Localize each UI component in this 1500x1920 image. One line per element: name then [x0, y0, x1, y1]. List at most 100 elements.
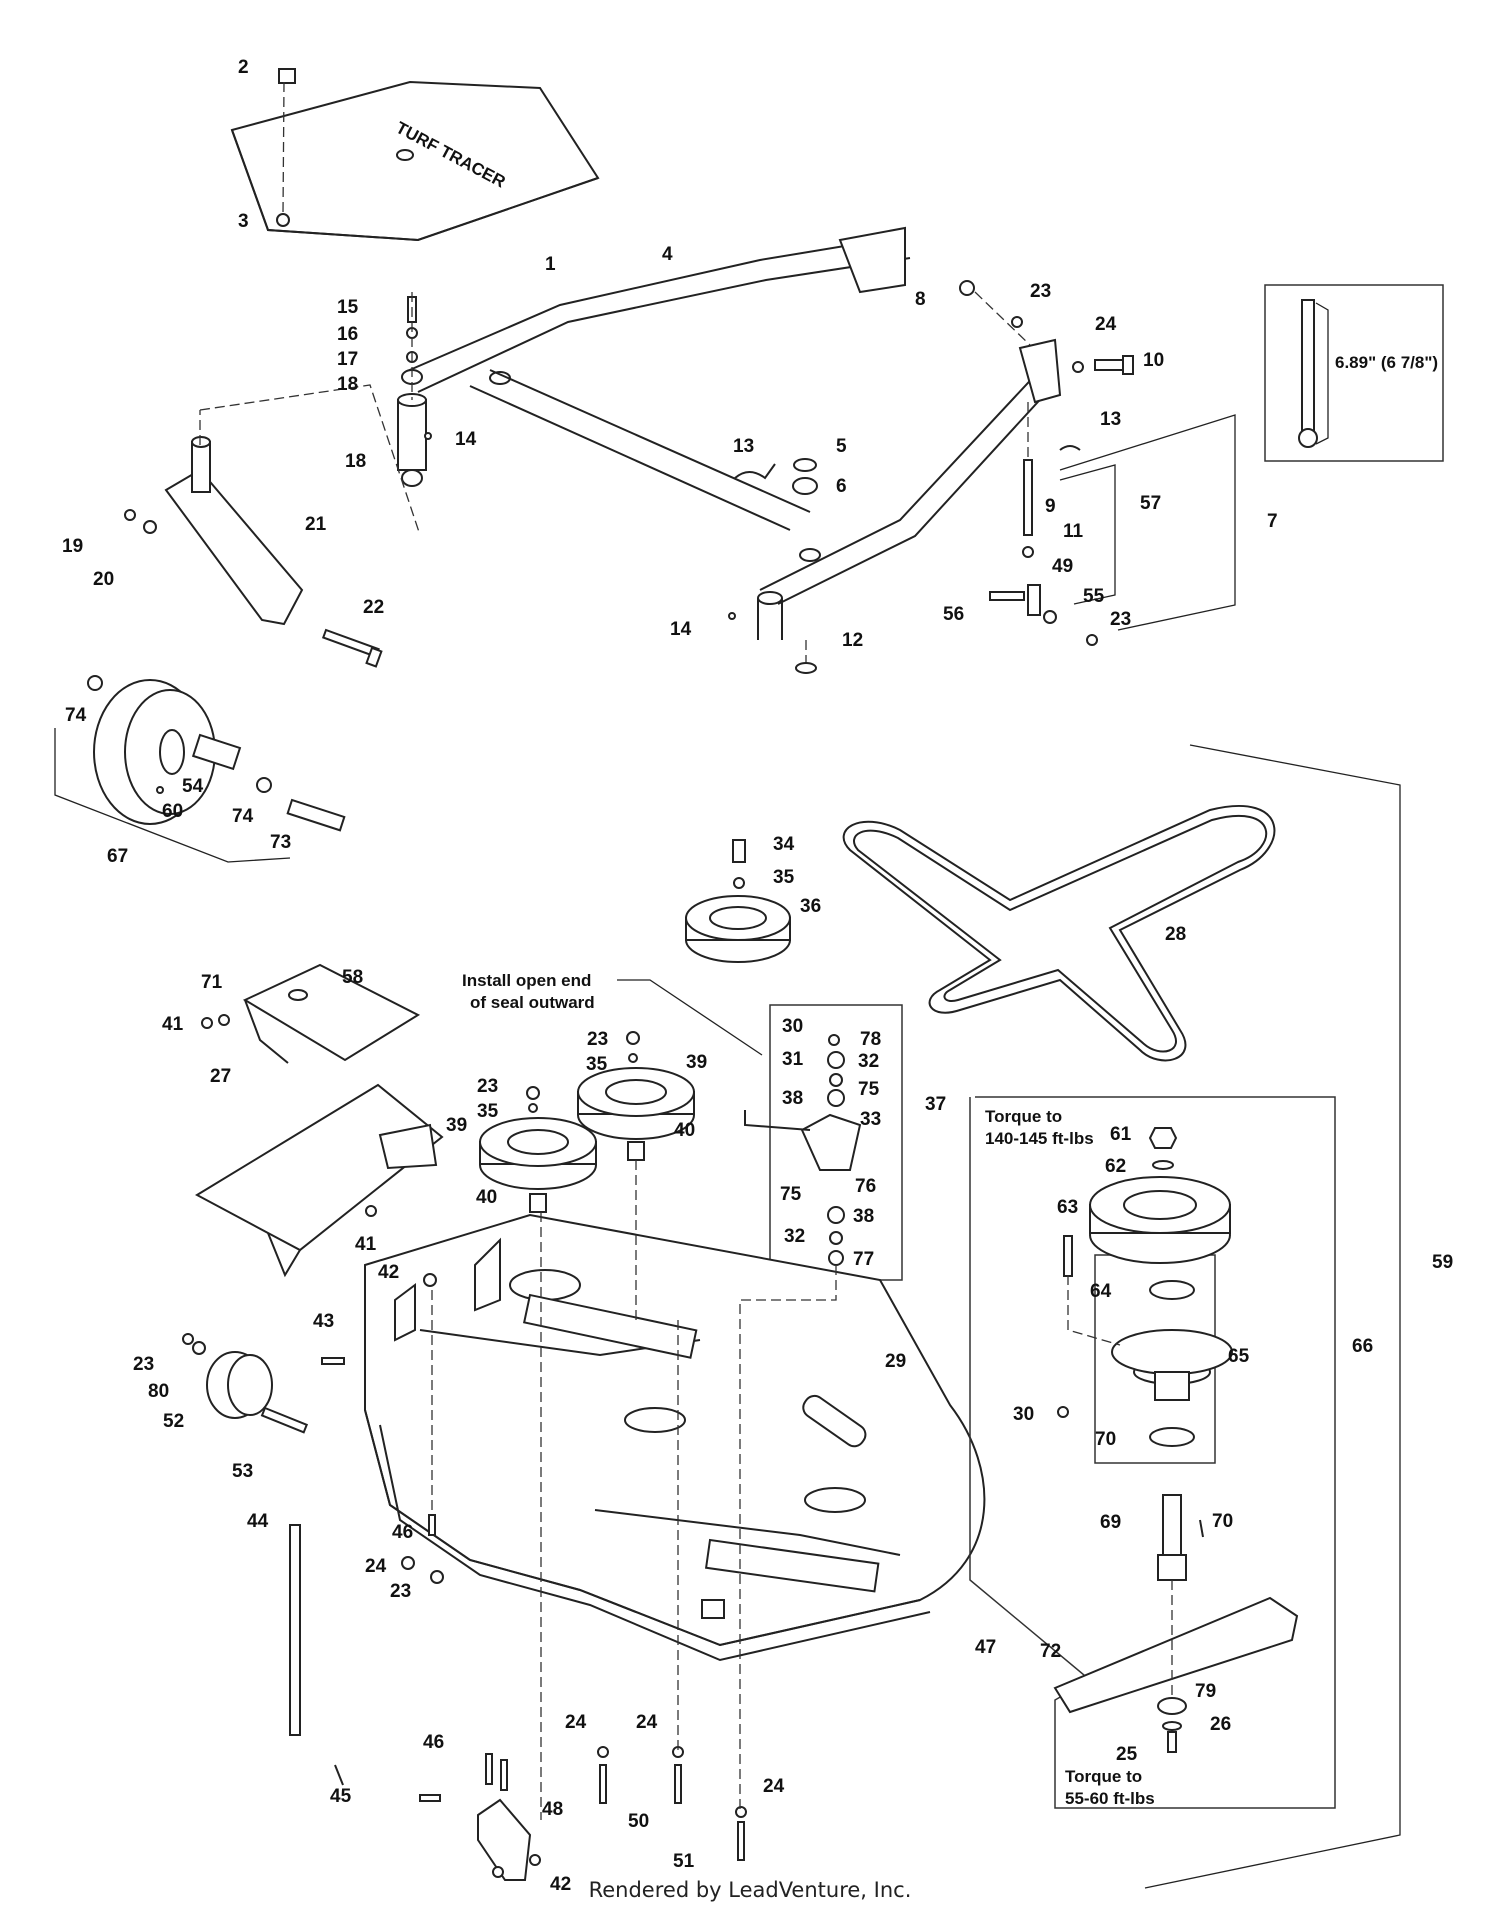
rod-dimension-note: 6.89" (6 7/8"): [1335, 353, 1438, 372]
snap-ring-32[interactable]: [829, 1073, 843, 1087]
bolt-34[interactable]: [732, 839, 746, 863]
seal-77[interactable]: [828, 1250, 844, 1266]
washer-35b[interactable]: [528, 1103, 538, 1113]
nut-41b[interactable]: [365, 1205, 377, 1217]
height-rod-44[interactable]: [289, 1524, 301, 1736]
nut-42[interactable]: [423, 1273, 437, 1287]
pivot-bushing[interactable]: [792, 477, 818, 495]
baffle-bracket-48[interactable]: [477, 1798, 532, 1881]
nut-23c[interactable]: [182, 1333, 194, 1345]
spindle-pulley-63[interactable]: [1089, 1176, 1231, 1264]
grease-fitting[interactable]: [728, 612, 736, 620]
caster-pivot-tube[interactable]: [397, 393, 427, 471]
bearing-seal-70[interactable]: [1149, 1427, 1195, 1447]
idler-pulley-flat[interactable]: [685, 895, 791, 963]
wheel-bearing-2[interactable]: [256, 777, 272, 793]
caster-nut[interactable]: [124, 509, 136, 521]
lock-nut-2[interactable]: [1086, 634, 1098, 646]
nut-23a[interactable]: [626, 1031, 640, 1045]
nut-23d[interactable]: [430, 1570, 444, 1584]
blade-bolt-25[interactable]: [1167, 1731, 1177, 1753]
nut-30b[interactable]: [1057, 1406, 1069, 1418]
caster-wheel[interactable]: [93, 679, 216, 825]
lock-nut[interactable]: [1011, 316, 1023, 328]
snap-ring[interactable]: [795, 662, 817, 674]
bolt-50b[interactable]: [674, 1764, 682, 1804]
inset-rod[interactable]: [1298, 299, 1318, 448]
hanger-bracket[interactable]: [1018, 338, 1062, 404]
washer-35a[interactable]: [628, 1053, 638, 1063]
discharge-deflector[interactable]: [194, 1083, 444, 1278]
washer-62[interactable]: [1152, 1160, 1174, 1170]
bolt-46b[interactable]: [485, 1753, 493, 1785]
washer-24b[interactable]: [597, 1746, 609, 1758]
extension-spring[interactable]: [799, 1392, 869, 1450]
mower-blade-72[interactable]: [1053, 1596, 1299, 1714]
nut-30[interactable]: [828, 1034, 840, 1046]
nut-41a[interactable]: [201, 1017, 213, 1029]
hair-pin[interactable]: [1059, 445, 1081, 451]
bolt-51[interactable]: [737, 1821, 745, 1861]
belt-cover-shield[interactable]: [242, 963, 421, 1064]
bolt-50a[interactable]: [599, 1764, 607, 1804]
wheel-axle[interactable]: [286, 798, 346, 832]
grease-fitting-2[interactable]: [424, 432, 432, 440]
spindle-housing-65[interactable]: [1111, 1329, 1233, 1401]
spindle-nut-61[interactable]: [1148, 1127, 1178, 1149]
mower-deck-shell[interactable]: [364, 1213, 986, 1662]
spacer-40a[interactable]: [627, 1141, 645, 1161]
washer[interactable]: [1072, 361, 1084, 373]
hood-clip[interactable]: [278, 68, 296, 84]
pivot-washer[interactable]: [793, 458, 817, 472]
washer-80[interactable]: [192, 1341, 206, 1355]
spacer-40b[interactable]: [529, 1193, 547, 1213]
deck-cover-hood[interactable]: TURF TRACER: [230, 80, 600, 242]
spacer[interactable]: [1043, 610, 1057, 624]
wheel-bearing[interactable]: [87, 675, 103, 691]
deck-lift-frame[interactable]: [404, 226, 1059, 640]
washer-24a[interactable]: [401, 1556, 415, 1570]
snap-ring-32b[interactable]: [829, 1231, 843, 1245]
caster-bushing-bottom[interactable]: [401, 469, 423, 487]
nut-42c[interactable]: [529, 1854, 541, 1866]
washer-26[interactable]: [1162, 1721, 1182, 1731]
washer-71[interactable]: [218, 1014, 230, 1026]
pin-45[interactable]: [334, 1764, 344, 1786]
bolt-46c[interactable]: [500, 1759, 508, 1791]
hair-pin-clip[interactable]: [734, 463, 776, 480]
bearing-38b[interactable]: [827, 1206, 845, 1224]
hood-nut[interactable]: [276, 213, 290, 227]
spindle-bolt-10[interactable]: [1063, 1235, 1073, 1277]
wheel-spacer-tube[interactable]: [191, 733, 242, 771]
idler-arm[interactable]: [744, 1110, 862, 1171]
nut-42b[interactable]: [492, 1866, 504, 1878]
pin-swivel[interactable]: [1027, 584, 1041, 616]
screw-43[interactable]: [321, 1357, 345, 1365]
bearing-38[interactable]: [827, 1089, 845, 1107]
caster-washer-2[interactable]: [143, 520, 157, 534]
washer-35[interactable]: [733, 877, 745, 889]
bolt-46a[interactable]: [428, 1514, 436, 1536]
height-adjust-rod[interactable]: [1023, 459, 1033, 536]
flat-washer[interactable]: [959, 280, 975, 296]
spindle-shaft-69[interactable]: [1157, 1494, 1187, 1581]
nut-23b[interactable]: [526, 1086, 540, 1100]
anti-scalp-wheel[interactable]: [206, 1351, 273, 1419]
bearing-31[interactable]: [827, 1051, 845, 1069]
washer-24d[interactable]: [735, 1806, 747, 1818]
bearing-seal-64[interactable]: [1149, 1280, 1195, 1300]
deck-drive-belt[interactable]: [842, 804, 1276, 1062]
idler-v-pulley-left[interactable]: [479, 1117, 597, 1190]
caster-arm[interactable]: [164, 436, 304, 626]
blade-adapter-79[interactable]: [1157, 1697, 1187, 1715]
wheel-bolt-53[interactable]: [260, 1406, 309, 1434]
rod-nut[interactable]: [1022, 546, 1034, 558]
key-70[interactable]: [1199, 1519, 1204, 1538]
callout-c17: 17: [337, 349, 358, 370]
grease-fitting-3[interactable]: [156, 786, 164, 794]
hex-bolt[interactable]: [1094, 355, 1134, 375]
pivot-bolt[interactable]: [989, 591, 1025, 601]
bolt-46d[interactable]: [419, 1794, 441, 1802]
idler-v-pulley-right[interactable]: [577, 1067, 695, 1140]
caster-axle-bolt[interactable]: [321, 628, 383, 668]
